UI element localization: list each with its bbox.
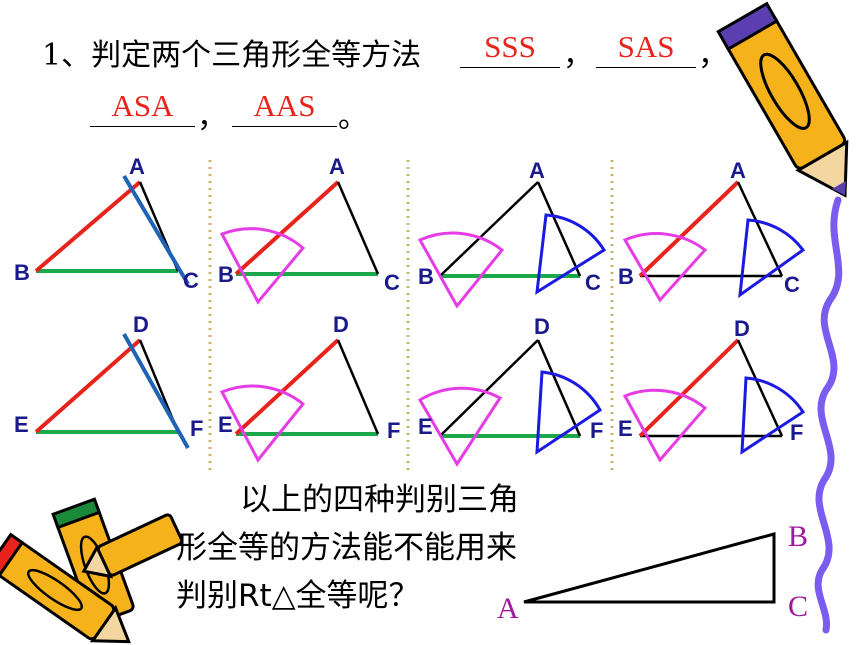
bottom-question-line2: 形全等的方法能不能用来	[176, 530, 517, 566]
comma-1: ，	[563, 38, 593, 73]
label-d-4: D	[734, 316, 750, 341]
label-b-4: B	[618, 264, 634, 289]
pencils-icon	[0, 497, 184, 644]
answer-asa: ASA	[90, 88, 195, 127]
period: 。	[338, 100, 368, 135]
label-c-1: C	[183, 268, 199, 293]
bottom-question-line3: 判别Rt△全等呢？	[176, 578, 420, 614]
answer-sss: SSS	[460, 29, 560, 68]
rt-label-a: A	[497, 592, 519, 625]
comma-3: ，	[197, 100, 227, 135]
label-f-3: F	[590, 418, 604, 443]
label-e-4: E	[618, 416, 633, 441]
label-a-2: A	[329, 154, 345, 179]
aas-angle-arc-c	[738, 218, 806, 299]
label-d-1: D	[133, 312, 149, 337]
label-e-1: E	[14, 412, 29, 437]
right-triangle	[523, 532, 776, 604]
label-f-4: F	[790, 420, 804, 445]
label-a-3: A	[529, 158, 545, 183]
label-b-2: B	[218, 262, 234, 287]
label-e-3: E	[418, 414, 433, 439]
question-prefix: 1、判定两个三角形全等方法	[42, 38, 422, 73]
asa-angle-arc-c	[535, 213, 607, 295]
label-c-3: C	[585, 270, 601, 295]
comma-2: ，	[698, 38, 728, 73]
label-f-1: F	[190, 416, 204, 441]
label-c-4: C	[784, 272, 800, 297]
label-b-1: B	[14, 260, 30, 285]
rt-label-b: B	[788, 520, 809, 553]
sas-angle-arc	[219, 227, 306, 305]
asa-angle-arc-b	[417, 231, 505, 309]
label-e-2: E	[218, 412, 233, 437]
label-c-2: C	[384, 270, 400, 295]
label-d-3: D	[534, 314, 550, 339]
bottom-question-line1: 以上的四种判别三角	[240, 482, 519, 518]
label-f-2: F	[387, 418, 401, 443]
label-d-2: D	[333, 312, 349, 337]
rt-label-c: C	[788, 590, 809, 623]
label-a-4: A	[730, 158, 746, 183]
aas-angle-arc-b	[622, 232, 708, 303]
squiggle-decoration	[814, 196, 843, 634]
label-b-3: B	[418, 264, 434, 289]
answer-aas: AAS	[232, 88, 337, 127]
answer-sas: SAS	[596, 29, 696, 68]
label-a-1: A	[129, 154, 145, 179]
sss-compass-line	[122, 174, 190, 286]
pencil-icon	[716, 1, 849, 198]
